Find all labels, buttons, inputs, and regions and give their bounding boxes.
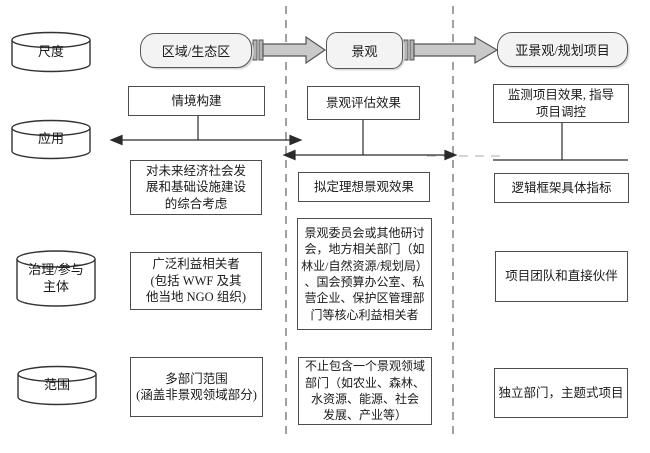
scenario-building-box: 情境构建 bbox=[128, 86, 265, 116]
scope-cylinder-icon bbox=[17, 365, 97, 406]
scope-row-label: 范围 bbox=[43, 377, 70, 393]
application-connector-middle bbox=[282, 120, 458, 161]
application-cylinder-icon bbox=[11, 119, 91, 160]
sublandscape-project-node: 亚景观/规划项目 bbox=[497, 32, 628, 67]
landscape-assessment-box: 景观评估效果 bbox=[307, 86, 420, 120]
project-team-box: 项目团队和直接伙伴 bbox=[495, 251, 628, 302]
core-stakeholders-box: 景观委员会或其他研讨 会，地方相关部门（如 林业/自然资源/规划局） 、国会预算… bbox=[297, 218, 432, 330]
multi-domain-box: 不止包含一个景观领域 部门（如农业、森林、 水资源、能源、社会 发展、产业等） bbox=[298, 357, 432, 425]
future-consideration-box: 对未来经济社会发 展和基础设施建设 的综合考虑 bbox=[130, 160, 262, 215]
project-monitoring-box: 监测项目效果, 指导 项目调控 bbox=[493, 84, 629, 123]
governance-row-label: 治理/参与 主体 bbox=[28, 262, 84, 294]
application-connector-left bbox=[109, 116, 303, 146]
flow-arrow-landscape-to-sublandscape-icon bbox=[403, 35, 499, 65]
multisector-scope-box: 多部门范围 (涵盖非景观领域部分) bbox=[130, 357, 263, 417]
broad-stakeholders-box: 广泛利益相关者 (包括 WWF 及其 他当地 NGO 组织) bbox=[130, 252, 262, 310]
region-ecoregion-node: 区域/生态区 bbox=[140, 33, 252, 68]
governance-cylinder-icon bbox=[16, 250, 96, 307]
ideal-landscape-box: 拟定理想景观效果 bbox=[298, 172, 430, 202]
scale-row-label: 尺度 bbox=[37, 43, 64, 59]
scale-cylinder-icon bbox=[11, 31, 91, 73]
landscape-node: 景观 bbox=[326, 32, 403, 69]
application-row-label: 应用 bbox=[37, 131, 64, 147]
logframe-indicators-box: 逻辑框架具体指标 bbox=[494, 173, 629, 203]
independent-dept-box: 独立部门，主题式项目 bbox=[494, 368, 628, 418]
flow-arrow-region-to-landscape-icon bbox=[252, 35, 327, 65]
application-connector-right bbox=[493, 123, 628, 161]
